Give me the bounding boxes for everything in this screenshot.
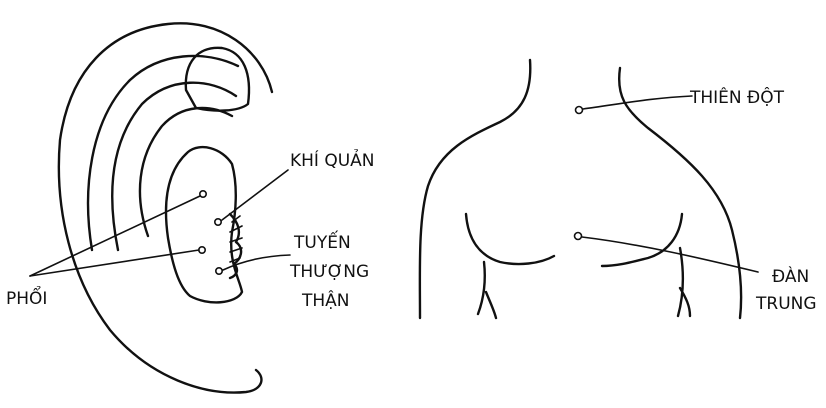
- label-thuong: THƯỢNG: [289, 262, 369, 282]
- torso-right-chest: [602, 214, 682, 266]
- point-tuyen-thuong-than: [216, 268, 222, 274]
- label-tuyen: TUYẾN: [293, 229, 351, 253]
- torso-right-sternum: [678, 248, 690, 316]
- label-trung: TRUNG: [755, 294, 817, 314]
- torso-left-chest: [466, 214, 554, 264]
- torso-left-outline: [420, 60, 530, 318]
- label-khi-quan: KHÍ QUẢN: [290, 148, 375, 171]
- label-than: THẬN: [301, 289, 350, 311]
- ear-fossa: [186, 48, 249, 111]
- point-dan-trung: [575, 233, 582, 240]
- ear-ridge-3: [140, 108, 232, 236]
- label-dan: ĐÀN: [772, 265, 809, 287]
- torso-left-sternum: [478, 262, 496, 318]
- ear-concha: [166, 147, 242, 302]
- point-thien-dot: [576, 107, 583, 114]
- point-khi-quan-2: [215, 219, 221, 225]
- leader-khi-quan: [222, 170, 288, 220]
- ear-illustration: KHÍ QUẢN TUYẾN THƯỢNG THẬN PHỔI: [6, 23, 375, 392]
- torso-illustration: THIÊN ĐỘT ĐÀN TRUNG: [420, 60, 817, 318]
- label-phoi: PHỔI: [6, 285, 47, 309]
- label-thien-dot: THIÊN ĐỘT: [689, 86, 785, 108]
- leader-thien-dot: [583, 96, 692, 109]
